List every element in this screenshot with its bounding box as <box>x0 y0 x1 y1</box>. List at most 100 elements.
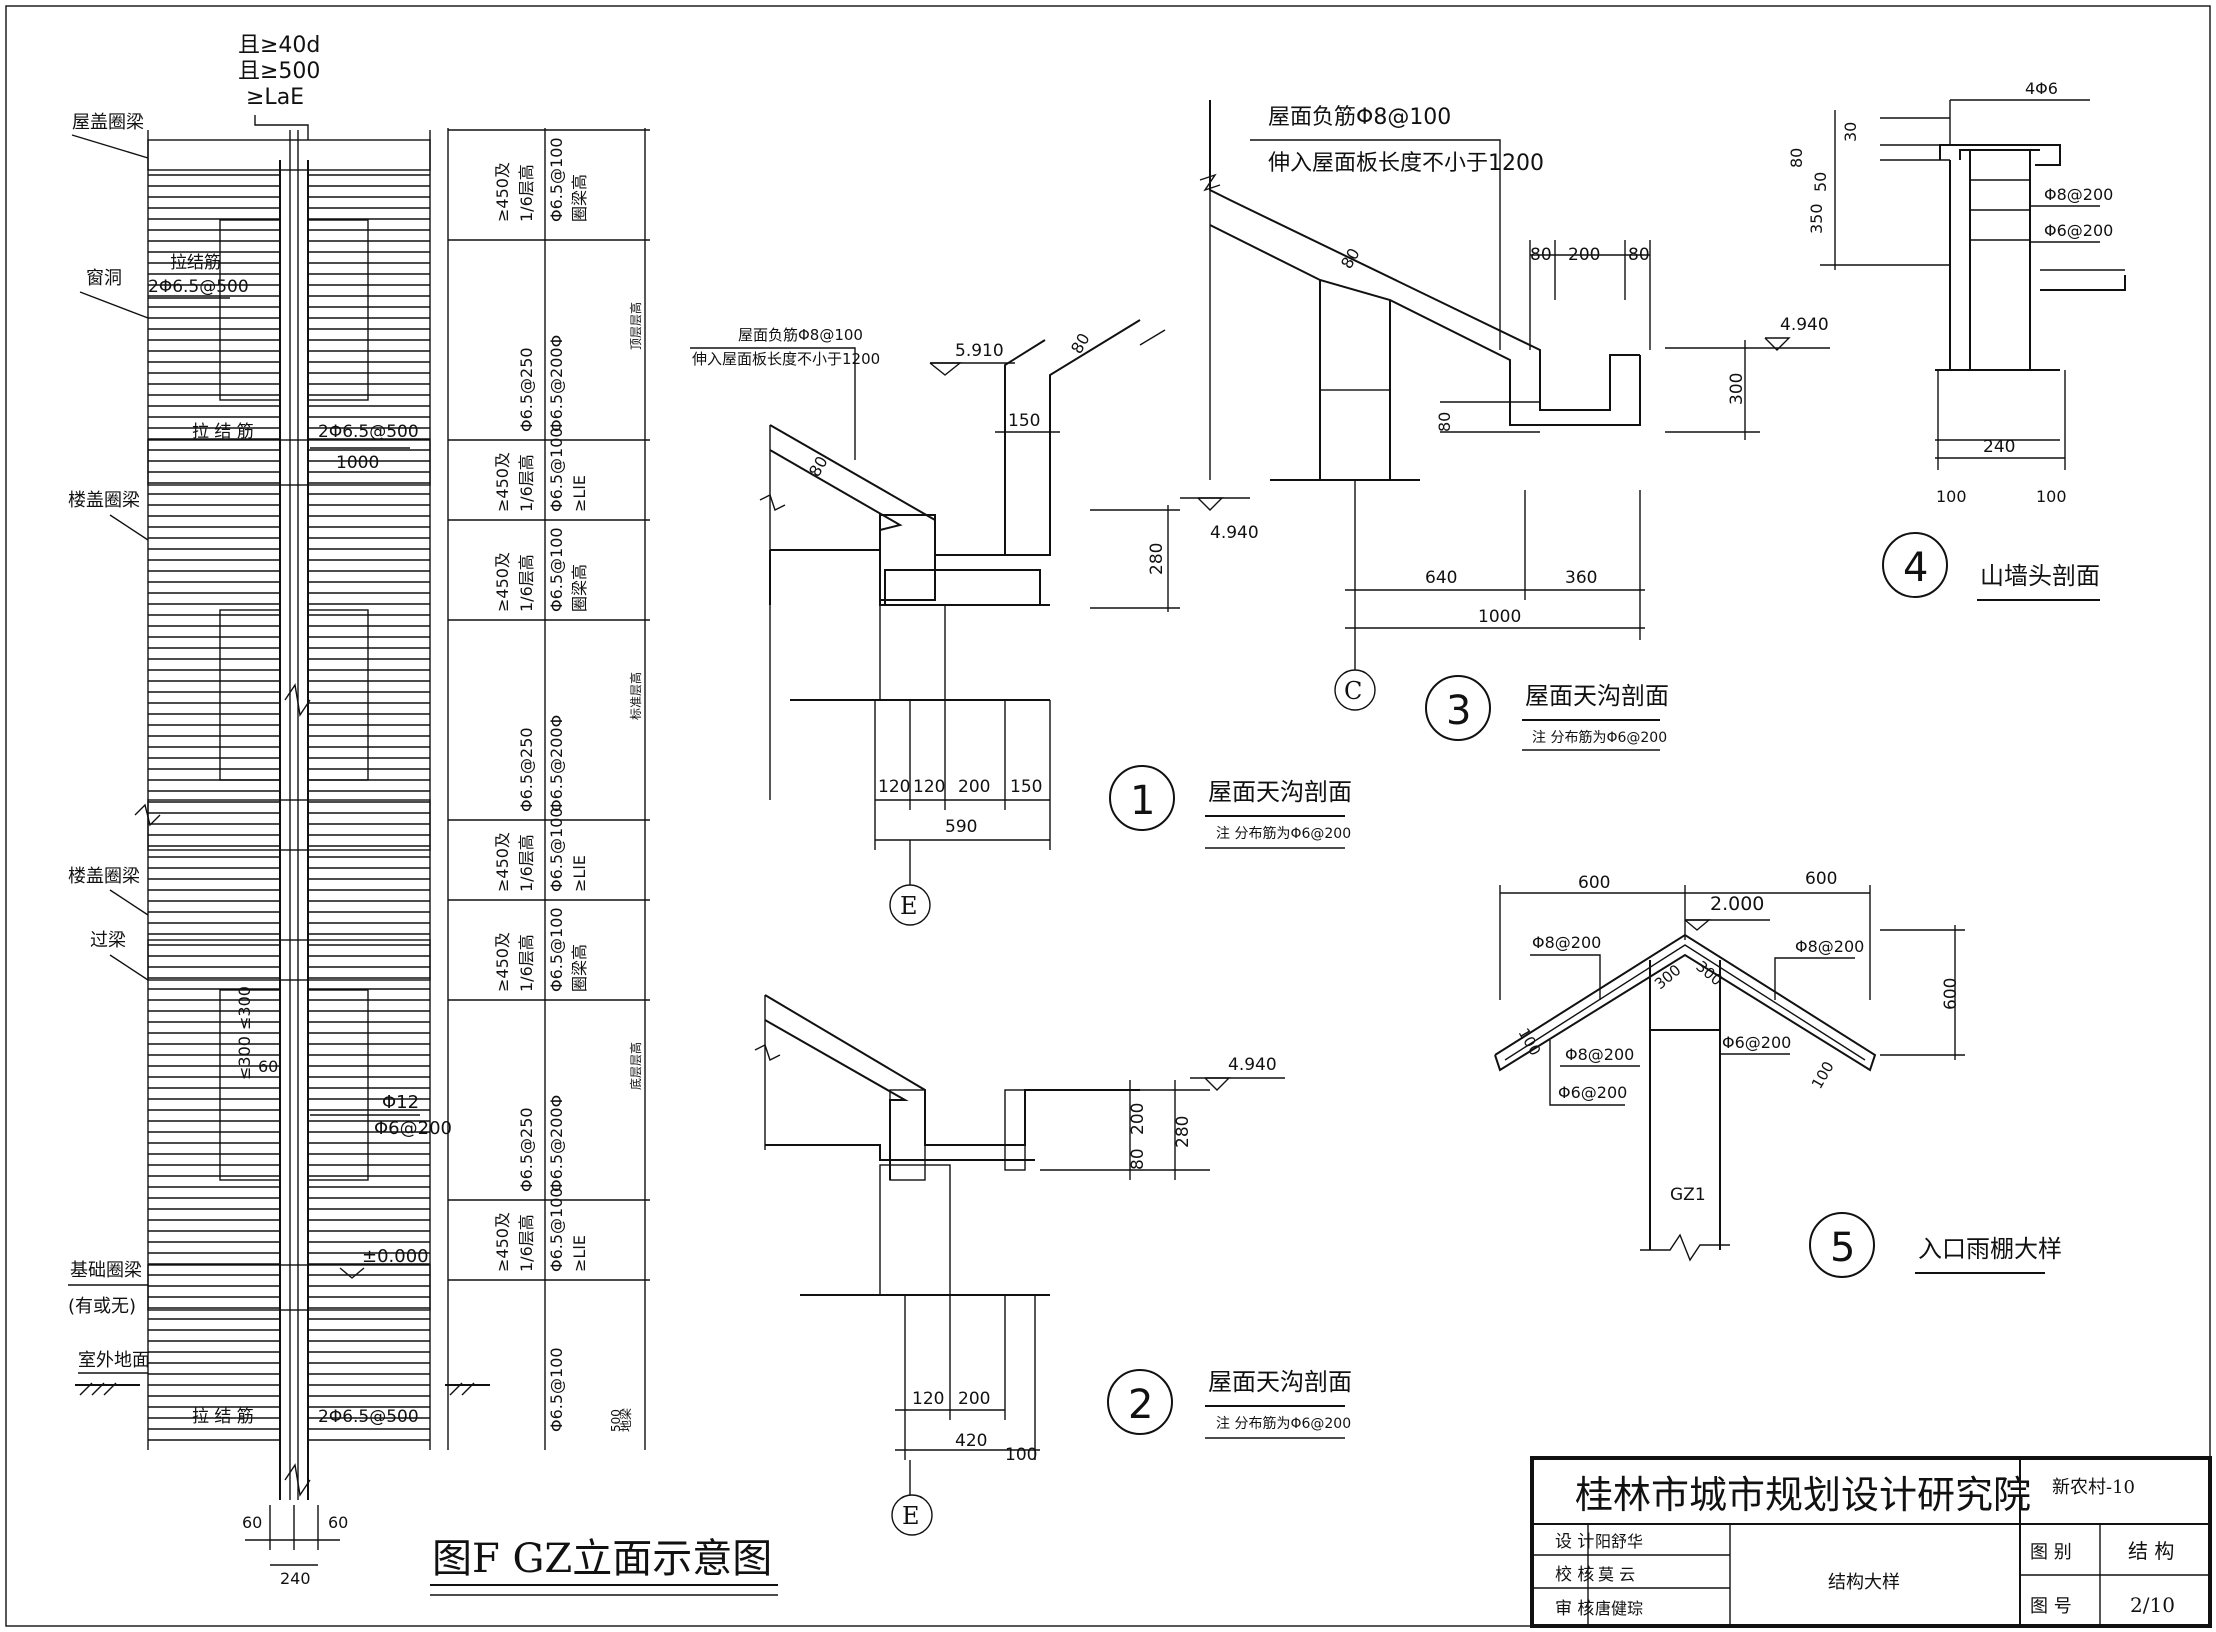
spec-text: 地梁 <box>618 1408 633 1432</box>
dim-240: 240 <box>280 1569 311 1588</box>
spec-text: 1/6层高 <box>517 834 536 892</box>
spec-text: Φ6.5@100 <box>547 427 566 512</box>
d4-d100-b: 100 <box>2036 487 2067 506</box>
d3-dim-1: 640 <box>1425 568 1457 588</box>
label-bar-main: Φ12 <box>382 1092 419 1113</box>
spec-text: ≥450及 <box>493 1212 512 1272</box>
spec-dimension-ticks <box>448 129 650 1281</box>
title-block: 桂林市城市规划设计研究院 新农村-10 设 计 阳舒华 校 核 莫 云 审 核 … <box>1530 1456 2212 1628</box>
d2-d200: 200 <box>1128 1103 1148 1135</box>
spec-text: Φ6.5@250 <box>517 347 536 432</box>
sheet-border <box>5 5 2211 1627</box>
label-tie-bar-3: 拉 结 筋 <box>192 1407 254 1427</box>
detail-2: 4.940 200 280 80 120 200 420 100 E 2 屋面天… <box>754 994 1352 1536</box>
spec-text: 1/6层高 <box>517 1214 536 1272</box>
d5-title: 入口雨棚大样 <box>1918 1235 2062 1263</box>
spec-text: ≥450及 <box>493 832 512 892</box>
spec-text: Φ6.5@100 <box>547 907 566 992</box>
detail-1: 屋面负筋Φ8@100 伸入屋面板长度不小于1200 5.910 80 80 15… <box>690 319 1352 926</box>
label-window-opening: 窗洞 <box>86 268 122 289</box>
spec-text: 1/6层高 <box>517 934 536 992</box>
d1-number-circle <box>1109 765 1175 831</box>
spec-text: Φ6.5@100 <box>547 527 566 612</box>
spec-text: Φ6.5@200Φ <box>547 335 566 432</box>
spec-text: ≥450及 <box>493 932 512 992</box>
d4-d350: 350 <box>1807 203 1826 234</box>
d1-note-1: 屋面负筋Φ8@100 <box>738 326 863 344</box>
d4-bar-2: Φ6@200 <box>2044 221 2113 240</box>
spec-text: 1/6层高 <box>517 554 536 612</box>
spec-text: Φ6.5@100 <box>547 807 566 892</box>
drawing-name: 结构大样 <box>1828 1572 1900 1593</box>
gz-elevation: 且≥40d 且≥500 ≥LaE 屋盖圈梁 窗洞 拉结筋 2Φ6.5@500 拉… <box>68 33 778 1596</box>
d5-bar-r: Φ8@200 <box>1795 937 1864 956</box>
d4-d240: 240 <box>1983 437 2015 457</box>
institute-name: 桂林市城市规划设计研究院 <box>1575 1473 2031 1517</box>
d3-dim-2: 360 <box>1565 568 1597 588</box>
d4-d100-a: 100 <box>1936 487 1967 506</box>
spec-text: ≥450及 <box>493 552 512 612</box>
d3-d80b: 80 <box>1435 412 1454 432</box>
review-label: 审 核 <box>1555 1599 1594 1619</box>
spec-text: 圈梁高 <box>570 174 589 222</box>
d2-d100: 100 <box>1005 1445 1037 1465</box>
d5-d100-b: 100 <box>1808 1058 1838 1092</box>
label-outdoor-ground: 室外地面 <box>78 1350 150 1371</box>
d1-note-2: 伸入屋面板长度不小于1200 <box>692 350 880 368</box>
label-s300-a: ≤300 <box>235 1036 254 1080</box>
design-name: 阳舒华 <box>1595 1532 1643 1551</box>
d3-d80: 80 <box>1337 245 1364 272</box>
anchor-note-3: ≥LaE <box>246 85 304 110</box>
spec-text: Φ6.5@100 <box>547 1187 566 1272</box>
project-code: 新农村-10 <box>2052 1477 2135 1498</box>
dim-60-a: 60 <box>242 1513 262 1532</box>
d2-note: 注 分布筋为Φ6@200 <box>1216 1415 1351 1432</box>
d1-elev: 5.910 <box>955 341 1004 361</box>
label-s300-b: ≤300 <box>235 986 254 1030</box>
spec-text: 圈梁高 <box>570 944 589 992</box>
d1-dim-1: 120 <box>878 777 910 797</box>
spec-text: 1/6层高 <box>517 164 536 222</box>
d5-bar-m3: Φ6@200 <box>1722 1033 1791 1052</box>
d1-d80-a: 80 <box>805 453 832 480</box>
d2-axis-bubble <box>891 1494 933 1536</box>
d4-number-circle <box>1882 532 1948 598</box>
label-tie-spec-3: 2Φ6.5@500 <box>318 1407 419 1427</box>
spec-text: ≥LlE <box>570 855 589 892</box>
d5-bar-m2: Φ6@200 <box>1558 1083 1627 1102</box>
d3-top-dim-1: 80 <box>1530 245 1552 265</box>
elevation-title: 图F GZ立面示意图 <box>432 1536 772 1582</box>
d1-axis-bubble <box>889 884 931 926</box>
d4-d30: 30 <box>1841 122 1860 142</box>
spec-text: 1/6层高 <box>517 454 536 512</box>
d1-dim-3: 200 <box>958 777 990 797</box>
d1-elev-2: 4.940 <box>1210 523 1259 543</box>
d1-number: 1 <box>1130 778 1155 824</box>
d3-note-1: 屋面负筋Φ8@100 <box>1268 105 1451 130</box>
spec-text: Φ6.5@200Φ <box>547 715 566 812</box>
detail-5: 600 600 2.000 Φ8@200 Φ8@200 300 300 600 … <box>1494 869 2062 1278</box>
d3-d300: 300 <box>1727 373 1747 405</box>
d2-number: 2 <box>1128 1382 1153 1428</box>
d5-d100-a: 100 <box>1515 1025 1545 1059</box>
d4-d50: 50 <box>1811 172 1830 192</box>
label-tie-bar-2: 拉 结 筋 <box>192 422 254 442</box>
d5-d300-a: 300 <box>1651 961 1685 993</box>
d4-title: 山墙头剖面 <box>1980 562 2100 590</box>
d3-note: 注 分布筋为Φ6@200 <box>1532 729 1667 746</box>
anchor-note-2: 且≥500 <box>238 59 320 84</box>
d3-axis: C <box>1344 677 1362 705</box>
d5-bar-l: Φ8@200 <box>1532 933 1601 952</box>
label-floor-ring-beam-2: 楼盖圈梁 <box>68 866 140 887</box>
spec-text: Φ6.5@250 <box>517 727 536 812</box>
d5-gz: GZ1 <box>1670 1185 1706 1205</box>
d3-top-dim-2: 200 <box>1568 245 1600 265</box>
label-tie-bar: 拉结筋 <box>170 253 221 273</box>
d5-d600-a: 600 <box>1578 873 1610 893</box>
spec-text: ≥450及 <box>493 162 512 222</box>
detail-3: 屋面负筋Φ8@100 伸入屋面板长度不小于1200 80 80 200 80 8… <box>1199 100 1830 751</box>
spec-text: ≥LlE <box>570 1235 589 1272</box>
label-foundation-note: (有或无) <box>68 1296 136 1317</box>
